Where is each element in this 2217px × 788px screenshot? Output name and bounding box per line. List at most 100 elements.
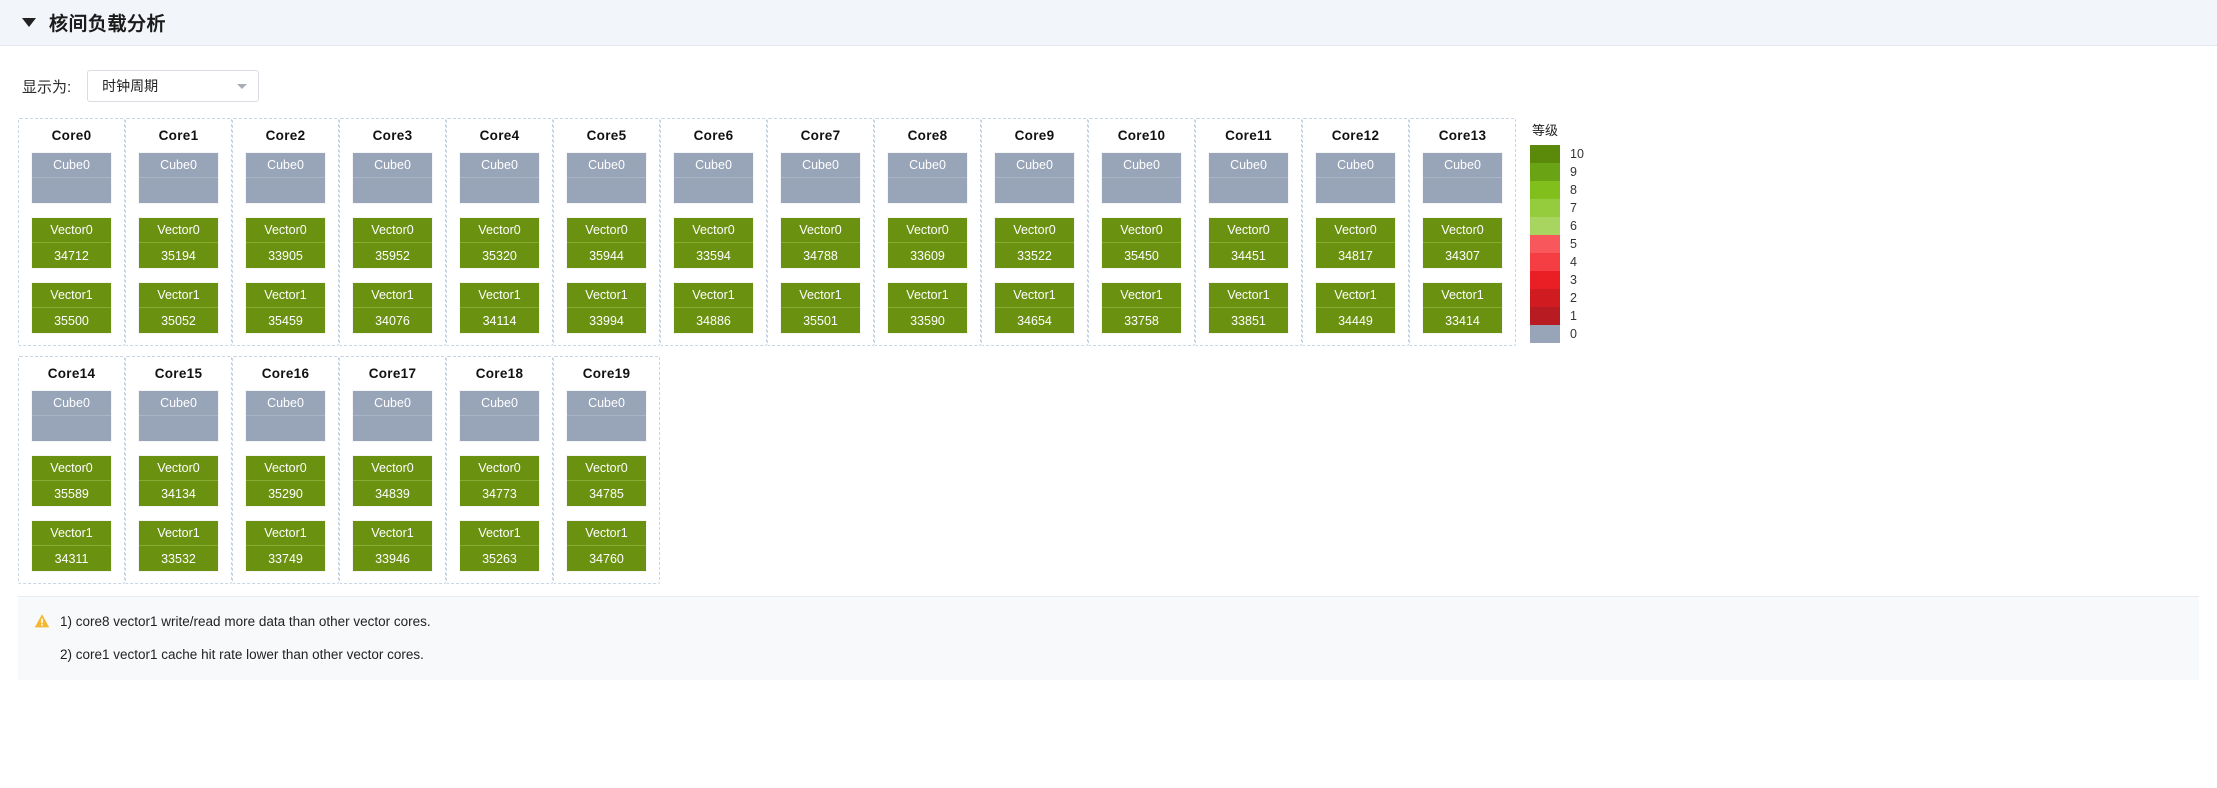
legend-label: 10 [1570,147,1584,161]
core-unit-value [32,416,111,441]
display-as-select[interactable]: 时钟周期 [87,70,260,102]
core-unit-cube0[interactable]: Cube0 [31,152,112,204]
legend-swatch [1530,271,1560,289]
legend-swatch [1530,235,1560,253]
notes-section: 1) core8 vector1 write/read more data th… [18,596,2199,680]
core-unit-value: 35194 [139,243,218,268]
core-unit-cube0[interactable]: Cube0 [245,152,326,204]
legend-item: 6 [1530,217,1592,235]
core-unit-cube0[interactable]: Cube0 [352,152,433,204]
legend-label: 5 [1570,237,1577,251]
core-unit-cube0[interactable]: Cube0 [31,390,112,442]
core-unit-cube0[interactable]: Cube0 [994,152,1075,204]
core-unit-cube0[interactable]: Cube0 [245,390,326,442]
caret-down-icon[interactable] [22,18,36,27]
core-unit-cube0[interactable]: Cube0 [138,152,219,204]
core-unit-label: Vector1 [567,283,646,308]
core-unit-cube0[interactable]: Cube0 [1422,152,1503,204]
core-unit-label: Vector1 [32,283,111,308]
legend-item: 10 [1530,145,1592,163]
core-unit-value: 34886 [674,308,753,333]
core-unit-value [567,416,646,441]
core-unit-cube0[interactable]: Cube0 [138,390,219,442]
core-unit-cube0[interactable]: Cube0 [566,152,647,204]
core-unit-cube0[interactable]: Cube0 [1101,152,1182,204]
legend-item: 5 [1530,235,1592,253]
core-unit-cube0[interactable]: Cube0 [673,152,754,204]
core-unit-cube0[interactable]: Cube0 [459,152,540,204]
core-unit-cube0[interactable]: Cube0 [352,390,433,442]
core-unit-cube0[interactable]: Cube0 [780,152,861,204]
core-unit-label: Cube0 [567,391,646,416]
core-unit-cube0[interactable]: Cube0 [459,390,540,442]
core-card-title: Core3 [372,128,413,143]
core-unit-cube0[interactable]: Cube0 [1208,152,1289,204]
core-unit-value: 34785 [567,481,646,506]
core-unit-cube0[interactable]: Cube0 [566,390,647,442]
core-unit-cube0[interactable]: Cube0 [1315,152,1396,204]
core-unit-value: 33609 [888,243,967,268]
core-unit-cube0[interactable]: Cube0 [887,152,968,204]
